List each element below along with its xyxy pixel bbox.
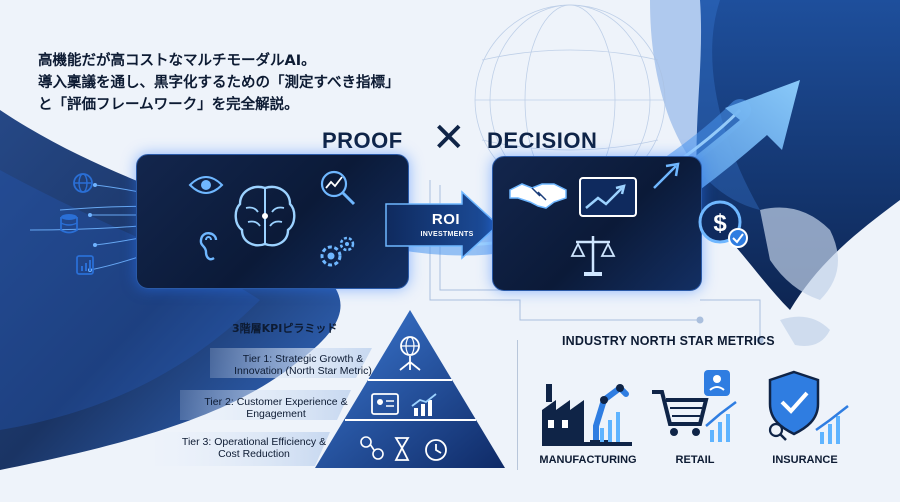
chart-document-icon [76,255,94,275]
proof-title: PROOF [322,128,403,153]
times-symbol: ✕ [432,116,466,160]
headline-block: 高機能だが高コストなマルチモーダルAI。 導入稟議を通し、黒字化するための「測定… [38,50,458,116]
trend-arrow-icon [653,162,680,189]
ear-icon [199,232,218,261]
industry-label-manufacturing: MANUFACTURING [539,454,637,466]
tier-1-label: Tier 1: Strategic Growth & Innovation (N… [234,353,372,377]
feedback-growth-icon [371,393,437,416]
roi-label: ROI [431,211,461,228]
shield-check-icon [768,370,849,444]
decision-title: DECISION [487,128,598,153]
headline-line-1: 高機能だが高コストなマルチモーダルAI。 [38,53,316,69]
headline-line-2: 導入稟議を通し、黒字化するための「測定すべき指標」 [38,75,400,91]
pyramid-title: 3階層KPIピラミッド [232,322,338,335]
tier-3-label: Tier 3: Operational Efficiency & Cost Re… [181,436,327,460]
industry-label-insurance: INSURANCE [772,454,838,466]
database-icon [60,214,78,234]
proof-panel [136,154,409,289]
kpi-pyramid-shape [155,310,505,468]
magnifier-chart-icon [320,170,356,206]
dollar-coin-check-icon: $ [698,200,748,248]
balance-scale-icon [570,236,616,276]
handshake-icon [509,183,567,209]
roi-sub-label: INVESTMENTS [420,231,474,238]
industry-title: INDUSTRY NORTH STAR METRICS [562,334,775,348]
tier-2-label: Tier 2: Customer Experience & Engagement [204,396,348,420]
svg-text:$: $ [713,210,727,237]
shopping-cart-icon [652,370,737,442]
chart-monitor-icon [579,177,637,217]
factory-robot-arm-icon [542,384,632,446]
industry-label-retail: RETAIL [675,454,715,466]
eye-icon [188,176,224,194]
roi-arrow [385,190,500,260]
section-divider [517,340,518,470]
headline-line-3: と「評価フレームワーク」を完全解説。 [38,97,299,113]
globe-icon [73,173,93,193]
brain-icon [234,185,296,247]
gears-icon [320,236,355,267]
globe-branch-icon [399,336,421,371]
process-hourglass-timer-icon [360,436,447,461]
